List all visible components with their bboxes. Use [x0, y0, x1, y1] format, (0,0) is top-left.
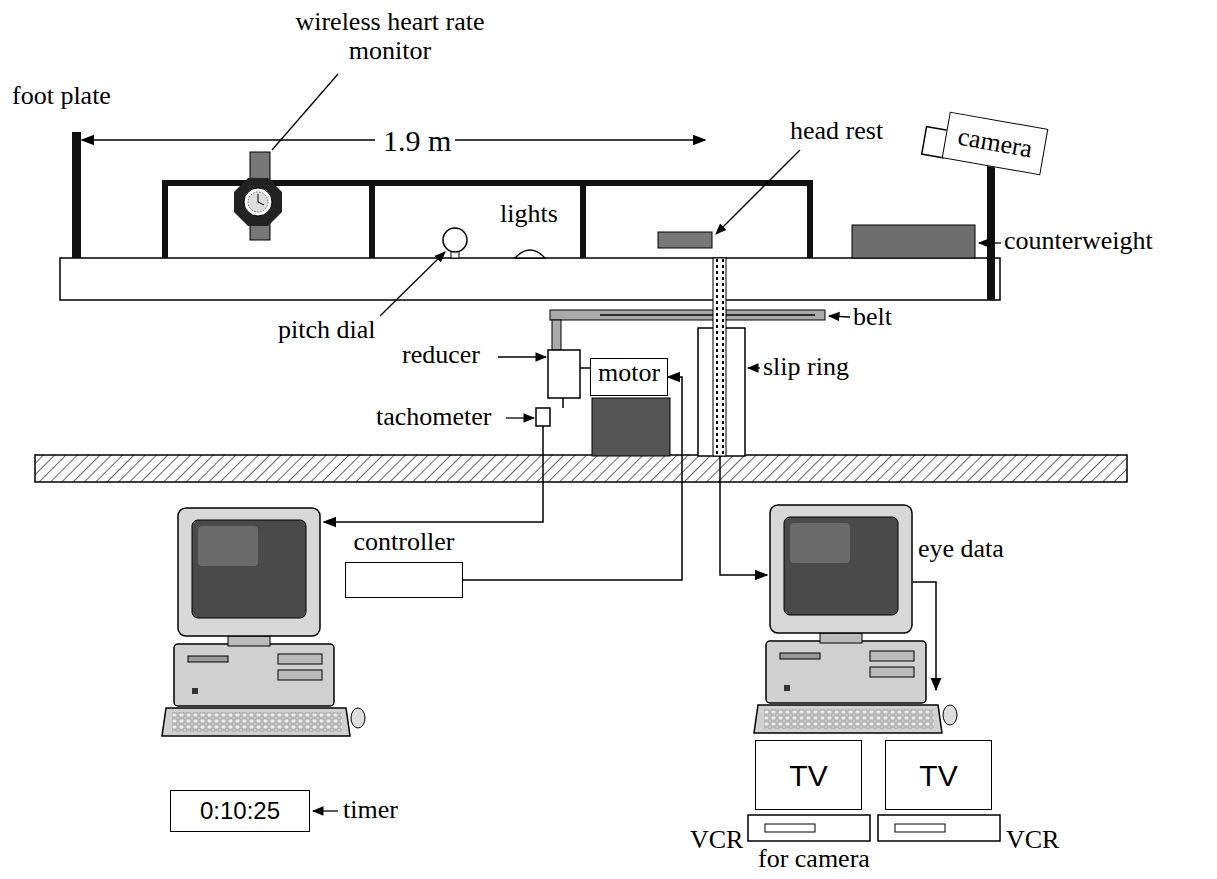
- controller-box: [345, 562, 463, 598]
- lights: [515, 250, 545, 258]
- illustration-part: [580, 367, 590, 369]
- pitch-dial: [443, 228, 467, 258]
- node-text: camera: [956, 123, 1035, 164]
- motor-base: [592, 398, 670, 456]
- part-label: eye data: [918, 535, 1004, 564]
- motor-box: motor: [590, 358, 668, 396]
- device-label: VCR: [1006, 826, 1059, 855]
- device-label: VCR: [690, 826, 743, 855]
- part-label: belt: [853, 303, 892, 332]
- part-label: tachometer: [376, 403, 492, 432]
- illustration-part: [258, 194, 259, 202]
- illustration-part: [82, 139, 375, 141]
- dimension-label: 1.9 m: [380, 124, 454, 157]
- platform: [60, 258, 1000, 300]
- leader-line: [313, 810, 338, 811]
- rear-plate: [987, 150, 995, 300]
- illustration-part: [162, 183, 168, 258]
- illustration-part: [807, 183, 813, 258]
- controller-node: controller: [345, 528, 463, 599]
- illustration-part: [895, 824, 945, 832]
- head-rest: [658, 232, 712, 248]
- illustration-part: [878, 815, 1000, 841]
- illustration-part: [248, 192, 268, 212]
- floor: [35, 455, 1127, 482]
- part-label: timer: [343, 796, 398, 825]
- leader-line: [716, 150, 800, 234]
- leader-line: [506, 417, 534, 418]
- leader-line: [748, 367, 760, 368]
- shaft: [713, 258, 726, 456]
- illustration-part: [765, 824, 815, 832]
- tv-box: TV: [755, 740, 862, 810]
- part-label: lights: [500, 200, 558, 229]
- control-wire: [463, 377, 682, 580]
- control-computer: [162, 508, 365, 736]
- illustration-part: [234, 178, 282, 226]
- belt: [550, 310, 825, 320]
- leader-line: [829, 316, 850, 317]
- vcr: [748, 815, 1000, 841]
- leader-line: [272, 74, 338, 150]
- reducer: [548, 350, 580, 398]
- node-text: TV: [919, 759, 957, 792]
- drive-shaft: [552, 320, 561, 350]
- illustration-part: [714, 259, 725, 455]
- eye-data-wire: [720, 456, 767, 575]
- illustration-part: [258, 202, 264, 205]
- illustration-part: [562, 398, 564, 408]
- camera-box: camera: [942, 112, 1049, 176]
- foot-plate: [72, 132, 81, 258]
- illustration-part: [455, 139, 705, 141]
- illustration-part: [748, 815, 870, 841]
- illustration-part: [244, 188, 272, 216]
- illustration-part: [443, 228, 467, 252]
- part-label: counterweight: [1004, 227, 1153, 256]
- part-label: slip ring: [763, 353, 849, 382]
- illustration-part: [600, 314, 815, 316]
- illustration-part: [369, 183, 375, 258]
- part-label: wireless heart rate monitor: [290, 8, 490, 65]
- illustration-part: [580, 183, 586, 258]
- caption-label: for camera: [758, 845, 870, 874]
- part-label: foot plate: [12, 82, 111, 111]
- tachometer: [536, 408, 550, 426]
- part-label: head rest: [790, 117, 883, 146]
- tv-box: TV: [885, 740, 992, 810]
- leader-line: [380, 252, 445, 316]
- leader-line: [979, 242, 1001, 243]
- node-text: controller: [345, 528, 463, 557]
- leader-line: [498, 356, 546, 357]
- timer-display: 0:10:25: [170, 790, 310, 832]
- heart-rate-monitor: [234, 152, 282, 240]
- part-label: pitch dial: [278, 316, 375, 345]
- counterweight: [852, 225, 975, 258]
- node-text: 0:10:25: [200, 798, 280, 824]
- part-label: reducer: [402, 341, 480, 370]
- node-text: motor: [598, 359, 660, 388]
- node-text: TV: [789, 759, 827, 792]
- tachometer-wire: [324, 426, 543, 522]
